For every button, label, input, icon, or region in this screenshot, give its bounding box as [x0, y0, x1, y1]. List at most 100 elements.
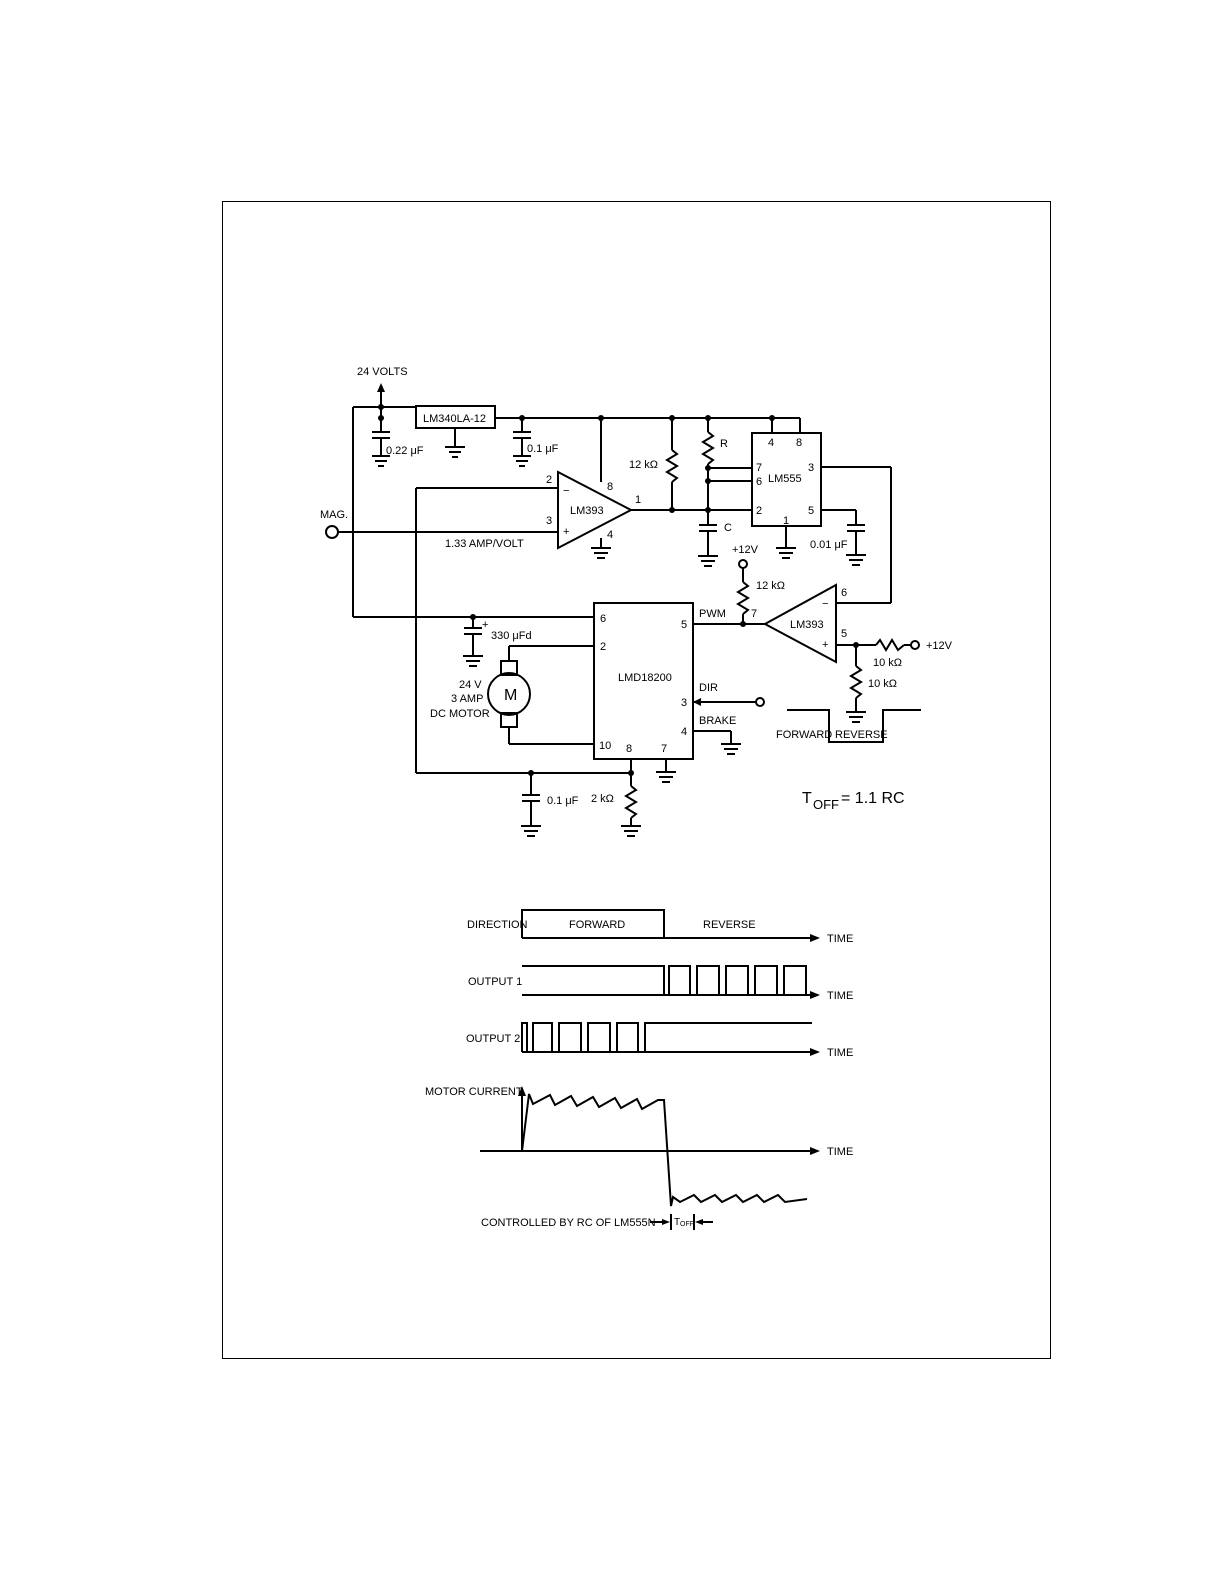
timing-capacitor-c: [698, 524, 718, 567]
dir-input-terminal: [755, 697, 765, 707]
svg-text:1: 1: [783, 515, 789, 527]
svg-text:−: −: [563, 485, 569, 497]
c-timer-label: 0.01 μF: [810, 539, 848, 551]
time-label-1: TIME: [827, 933, 853, 945]
direction-label: DIRECTION: [467, 919, 528, 931]
toff-equation: T OFF = 1.1 RC: [802, 790, 905, 812]
svg-text:−: −: [822, 598, 828, 610]
direction-reverse: REVERSE: [703, 919, 756, 931]
svg-text:6: 6: [756, 476, 762, 488]
c-label: C: [724, 522, 732, 534]
r10k-b-label: 10 kΩ: [868, 678, 897, 690]
timer-lm555: LM555 4 8 7 6 3 2 1 5: [751, 432, 822, 527]
svg-text:6: 6: [600, 613, 606, 625]
svg-text:2: 2: [756, 505, 762, 517]
svg-text:8: 8: [796, 437, 802, 449]
svg-text:1: 1: [635, 494, 641, 506]
svg-text:4: 4: [607, 529, 613, 541]
lmd-label: LMD18200: [618, 672, 672, 684]
dir-label: DIR: [699, 682, 718, 694]
r12k-top-label: 12 kΩ: [629, 459, 658, 471]
svg-text:8: 8: [626, 743, 632, 755]
time-label-2: TIME: [827, 990, 853, 1002]
output1-label: OUTPUT 1: [468, 976, 522, 988]
c2-label: 0.1 μF: [527, 443, 559, 455]
dc-motor: M: [487, 645, 594, 745]
svg-text:10: 10: [599, 740, 611, 752]
time-arrow-icon-4: [810, 1147, 820, 1155]
vcc-top-terminal: [738, 559, 748, 569]
svg-text:+: +: [822, 639, 828, 651]
r-label: R: [720, 438, 728, 450]
figure-border: [222, 201, 1051, 1359]
time-arrow-icon-1: [810, 934, 820, 942]
comparator-lm393-2: LM393 − + 6 7 5: [751, 583, 847, 664]
svg-text:4: 4: [768, 437, 774, 449]
motor-a-label: 3 AMP: [451, 693, 483, 705]
comp1-label: LM393: [570, 505, 604, 517]
svg-text:7: 7: [751, 608, 757, 620]
c-bottom-label: 0.1 μF: [547, 795, 579, 807]
svg-text:T: T: [802, 790, 812, 807]
time-arrow-icon-2: [810, 991, 820, 999]
lm555-label: LM555: [768, 473, 802, 485]
supply-arrow-icon: [377, 383, 385, 392]
current-axis-arrow-icon: [518, 1086, 526, 1096]
svg-text:5: 5: [841, 628, 847, 640]
svg-text:2: 2: [546, 474, 552, 486]
svg-text:+: +: [482, 619, 488, 631]
supply-label: 24 VOLTS: [357, 366, 408, 378]
svg-text:5: 5: [808, 505, 814, 517]
motor-v-label: 24 V: [459, 679, 482, 691]
c1-label: 0.22 μF: [386, 445, 424, 457]
motor-type-label: DC MOTOR: [430, 708, 490, 720]
fwd-label: FORWARD: [776, 729, 832, 741]
timing-resistor-r: [701, 418, 715, 525]
sense-label: 1.33 AMP/VOLT: [445, 538, 524, 550]
direction-forward: FORWARD: [569, 919, 625, 931]
svg-text:+: +: [563, 526, 569, 538]
time-label-4: TIME: [827, 1146, 853, 1158]
toff-marker: T: [674, 1217, 680, 1228]
mag-input-terminal: [325, 525, 339, 539]
svg-text:8: 8: [607, 481, 613, 493]
svg-text:2: 2: [600, 641, 606, 653]
toff-marker-sub: OFF: [680, 1221, 694, 1228]
vcc-right-label: +12V: [926, 640, 953, 652]
pwm-label: PWM: [699, 608, 726, 620]
rev-label: REVERSE: [835, 729, 888, 741]
motor-m-label: M: [504, 687, 517, 704]
resistor-12k-top: [665, 418, 679, 510]
time-label-3: TIME: [827, 1047, 853, 1059]
c330-label: 330 μFd: [491, 630, 532, 642]
comparator-lm393-1: LM393 − + 2 3 8 1 4: [546, 470, 641, 550]
regulator-label: LM340LA-12: [423, 413, 486, 425]
driver-lmd18200: LMD18200 6 2 5 3 4 10 8 7: [593, 602, 694, 760]
time-arrow-icon-3: [810, 1048, 820, 1056]
svg-text:4: 4: [681, 726, 687, 738]
svg-text:OFF: OFF: [813, 797, 839, 812]
dir-arrow-icon: [693, 698, 701, 706]
motor-current-label: MOTOR CURRENT: [425, 1086, 523, 1098]
svg-text:6: 6: [841, 587, 847, 599]
svg-text:3: 3: [808, 462, 814, 474]
schematic: 24 VOLTS 0.22 μF LM340LA-12: [320, 366, 953, 837]
r12k-pull-label: 12 kΩ: [756, 580, 785, 592]
output2-label: OUTPUT 2: [466, 1033, 520, 1045]
capacitor-0-22uf: [372, 431, 390, 467]
svg-text:3: 3: [546, 515, 552, 527]
r10k-a-label: 10 kΩ: [873, 657, 902, 669]
controlled-label: CONTROLLED BY RC OF LM555N: [481, 1217, 656, 1229]
vcc-top-label: +12V: [732, 544, 759, 556]
svg-text:5: 5: [681, 619, 687, 631]
svg-text:7: 7: [661, 743, 667, 755]
capacitor-0-1uf-top: [513, 418, 531, 467]
svg-text:7: 7: [756, 462, 762, 474]
r2k-label: 2 kΩ: [591, 793, 614, 805]
comp2-label: LM393: [790, 619, 824, 631]
brake-label: BRAKE: [699, 715, 736, 727]
mag-label: MAG.: [320, 509, 348, 521]
svg-text:= 1.1 RC: = 1.1 RC: [841, 790, 905, 807]
svg-text:3: 3: [681, 697, 687, 709]
